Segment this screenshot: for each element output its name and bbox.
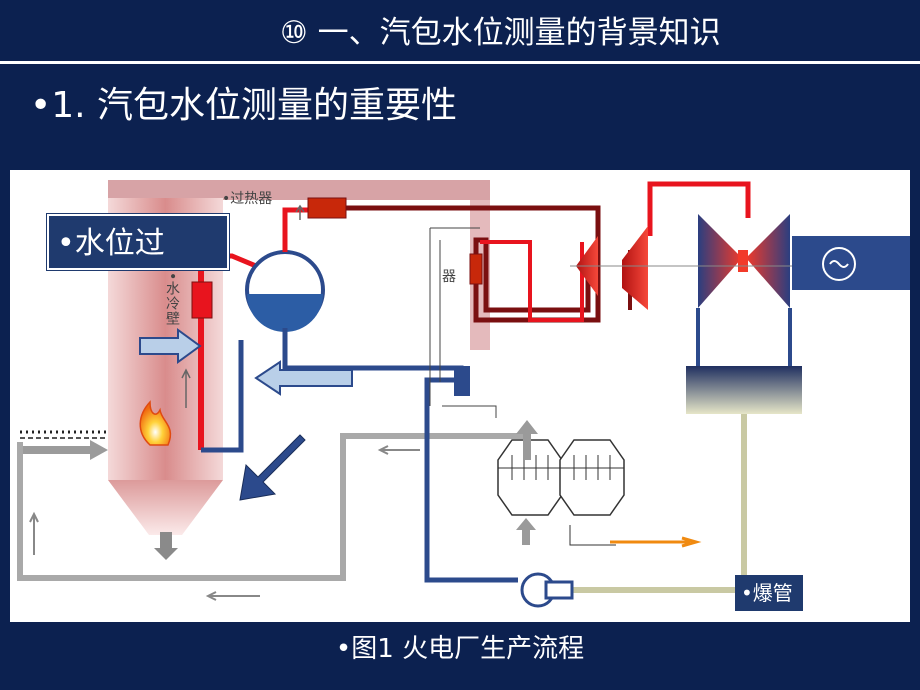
feed-pump-outlet — [544, 580, 574, 600]
water-level-callout: •水位过 — [47, 214, 229, 270]
lp-turbine-core — [738, 250, 748, 272]
section-heading: •1. 汽包水位测量的重要性 — [30, 85, 458, 126]
superheater-box — [307, 197, 347, 219]
drum-water — [247, 294, 323, 332]
waterwall-label: •水冷壁 — [164, 272, 180, 327]
feedwater-line — [282, 328, 518, 583]
hot-air-arrow — [610, 536, 702, 548]
air-up-arrow — [516, 518, 536, 545]
lp-turbine-left — [698, 214, 742, 308]
condenser — [686, 366, 802, 414]
figure-caption: •图1 火电厂生产流程 — [335, 634, 585, 664]
gray-up-arrow-left — [29, 511, 39, 555]
superheater-label: •过热器 — [222, 191, 273, 207]
ip-steam-line — [647, 181, 751, 236]
waterwall-header — [191, 281, 213, 319]
inflow-arrow-left — [139, 328, 202, 364]
flame-icon — [139, 400, 172, 446]
generator-wave — [829, 260, 849, 268]
tube-burst-callout: •爆管 — [735, 575, 803, 611]
gray-left-arrow-bottom — [205, 591, 260, 601]
up-arrow-small-1 — [181, 368, 191, 408]
return-gray-loop — [17, 433, 530, 581]
page-title: ⑩ 一、汽包水位测量的背景知识 — [280, 15, 721, 51]
lp-turbine-right — [746, 214, 790, 308]
flue-up-arrow — [516, 420, 538, 460]
reheater-label: 器 — [442, 269, 456, 285]
generator — [792, 236, 910, 290]
ash-outlet-arrow — [154, 532, 178, 560]
ip-turbine — [622, 226, 648, 310]
reheat-steam-line — [480, 240, 584, 322]
downflow-arrow-big — [239, 434, 306, 501]
power-plant-diagram: •过热器 器 •水冷壁 •水位过 •爆管 — [10, 170, 910, 622]
gray-left-arrow-mid — [377, 445, 420, 455]
air-outlet-line — [569, 525, 616, 546]
reheater-box — [469, 253, 483, 285]
fuel-inlet-arrow — [22, 440, 108, 460]
up-arrow-small-2 — [295, 204, 305, 220]
duct-outline-2 — [429, 227, 480, 406]
economizer — [454, 366, 470, 396]
furnace-hopper — [108, 480, 223, 535]
inflow-arrow-drum — [254, 360, 353, 396]
air-preheater-grid — [498, 455, 624, 480]
downcomer-pipe — [201, 340, 244, 453]
generator-symbol — [822, 247, 856, 281]
title-divider — [0, 61, 920, 64]
duct-outline — [439, 240, 497, 418]
air-preheater-2 — [559, 439, 625, 516]
drum-steam-out — [282, 207, 310, 252]
flue-gas-duct-top — [108, 180, 490, 200]
